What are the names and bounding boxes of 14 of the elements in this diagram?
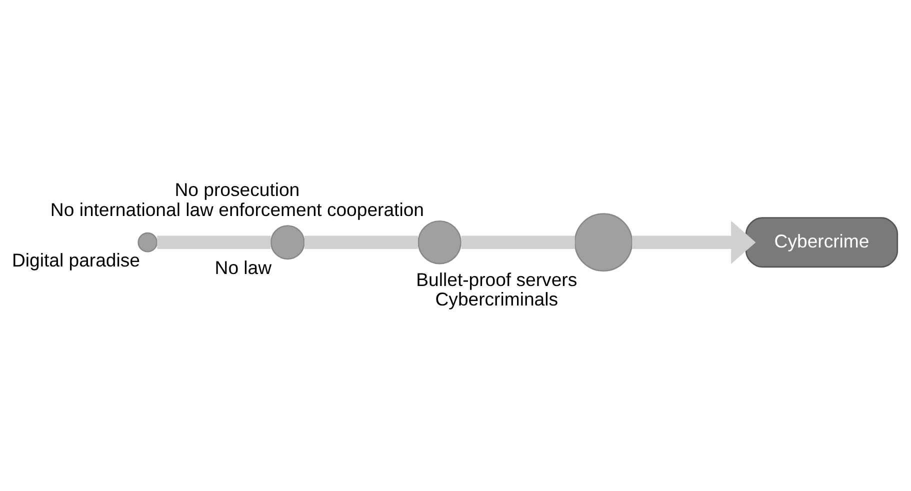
connector xyxy=(461,235,575,248)
node-label: Bullet-proof servers xyxy=(416,268,578,290)
node-circle xyxy=(574,212,633,272)
node-circle xyxy=(270,224,305,260)
node-box: Cybercrime xyxy=(745,216,898,268)
connector xyxy=(157,235,271,248)
node-circle xyxy=(418,220,462,264)
arrow xyxy=(632,220,756,264)
node-label: Digital paradise xyxy=(12,249,140,270)
node-label: No law xyxy=(214,256,272,278)
connector xyxy=(304,235,418,248)
node-label: No international law enforcement cooperation xyxy=(50,198,424,220)
node-label: No prosecution xyxy=(174,178,300,200)
node-circle xyxy=(138,232,158,252)
